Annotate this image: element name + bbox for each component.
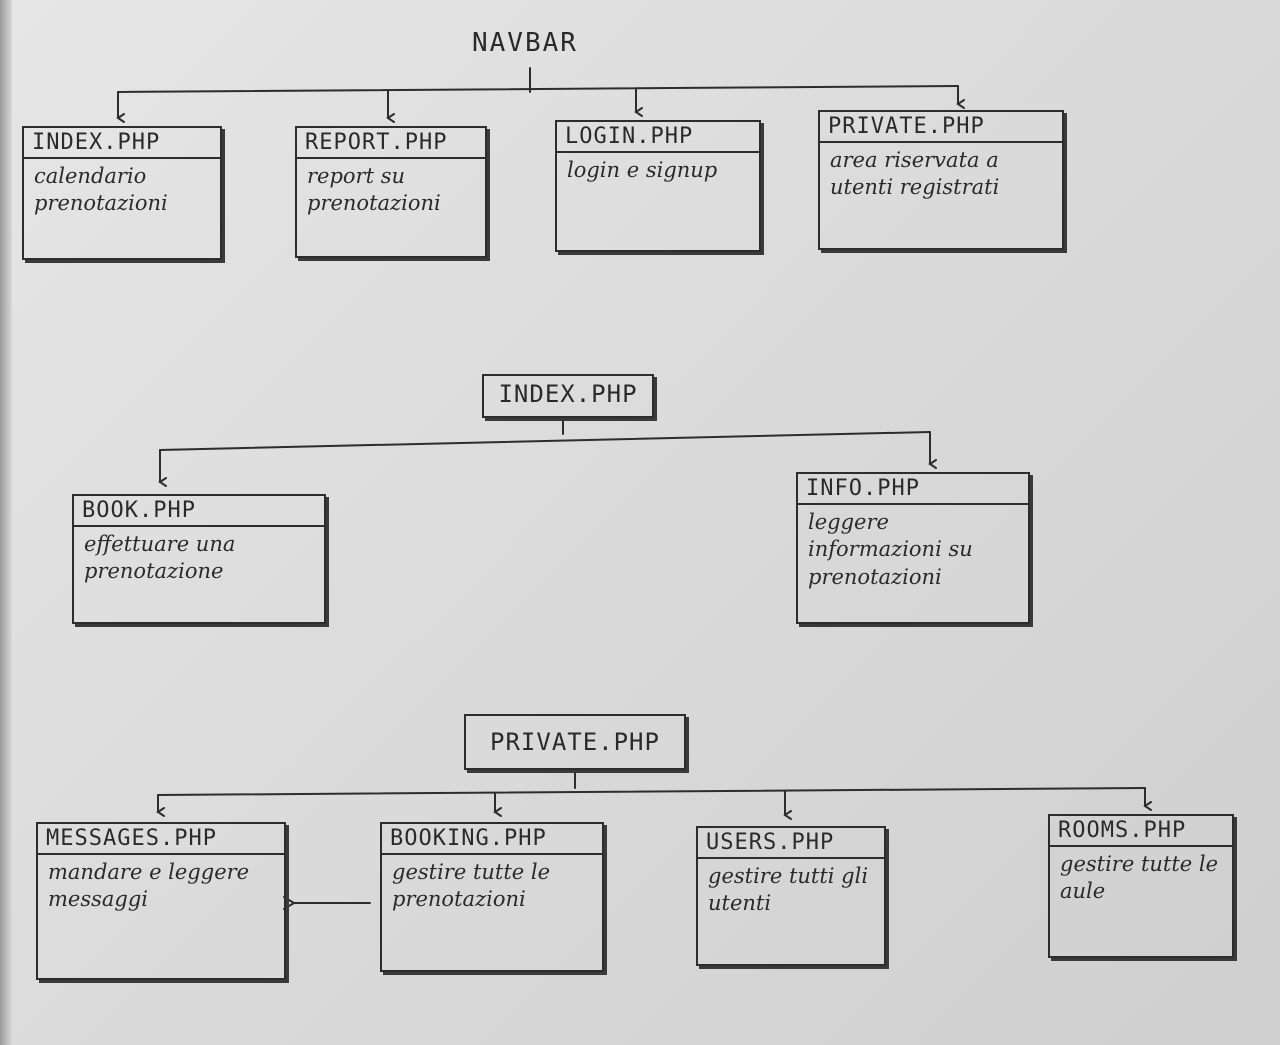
node-name: INDEX.PHP [24,128,220,159]
node-description: gestire tutte le prenotazioni [392,860,551,912]
node-name: LOGIN.PHP [557,122,759,153]
node-messages: MESSAGES.PHP mandare e leggere messaggi [36,822,286,980]
node-private: PRIVATE.PHP area riservata a utenti regi… [818,110,1064,250]
node-name: MESSAGES.PHP [38,824,284,855]
index-root-box: INDEX.PHP [482,374,654,418]
navbar-root-label: NAVBAR [472,28,578,58]
node-rooms: ROOMS.PHP gestire tutte le aule [1048,814,1234,958]
node-description: effettuare una prenotazione [84,532,236,584]
node-description: calendario prenotazioni [34,164,168,216]
private-root-box: PRIVATE.PHP [464,714,686,770]
node-report: REPORT.PHP report su prenotazioni [295,126,487,258]
node-book: BOOK.PHP effettuare una prenotazione [72,494,326,624]
node-description: gestire tutte le aule [1060,852,1219,904]
navbar-bus [117,85,959,93]
node-booking: BOOKING.PHP gestire tutte le prenotazion… [380,822,604,972]
node-name: USERS.PHP [698,828,884,859]
node-index: INDEX.PHP calendario prenotazioni [22,126,222,260]
node-name: BOOK.PHP [74,496,324,527]
node-name: BOOKING.PHP [382,824,602,855]
node-name: REPORT.PHP [297,128,485,159]
node-description: report su prenotazioni [307,164,441,216]
node-description: gestire tutti gli utenti [708,864,869,916]
node-info: INFO.PHP leggere informazioni su prenota… [796,472,1030,624]
node-description: login e signup [567,158,718,182]
node-description: leggere informazioni su prenotazioni [808,510,973,589]
node-name: INFO.PHP [798,474,1028,505]
node-login: LOGIN.PHP login e signup [555,120,761,252]
node-description: mandare e leggere messaggi [48,860,250,912]
node-description: area riservata a utenti registrati [830,148,1000,200]
node-name: PRIVATE.PHP [820,112,1062,143]
index-bus [159,431,931,451]
node-name: ROOMS.PHP [1050,816,1232,847]
private-bus [157,787,1146,796]
node-users: USERS.PHP gestire tutti gli utenti [696,826,886,966]
